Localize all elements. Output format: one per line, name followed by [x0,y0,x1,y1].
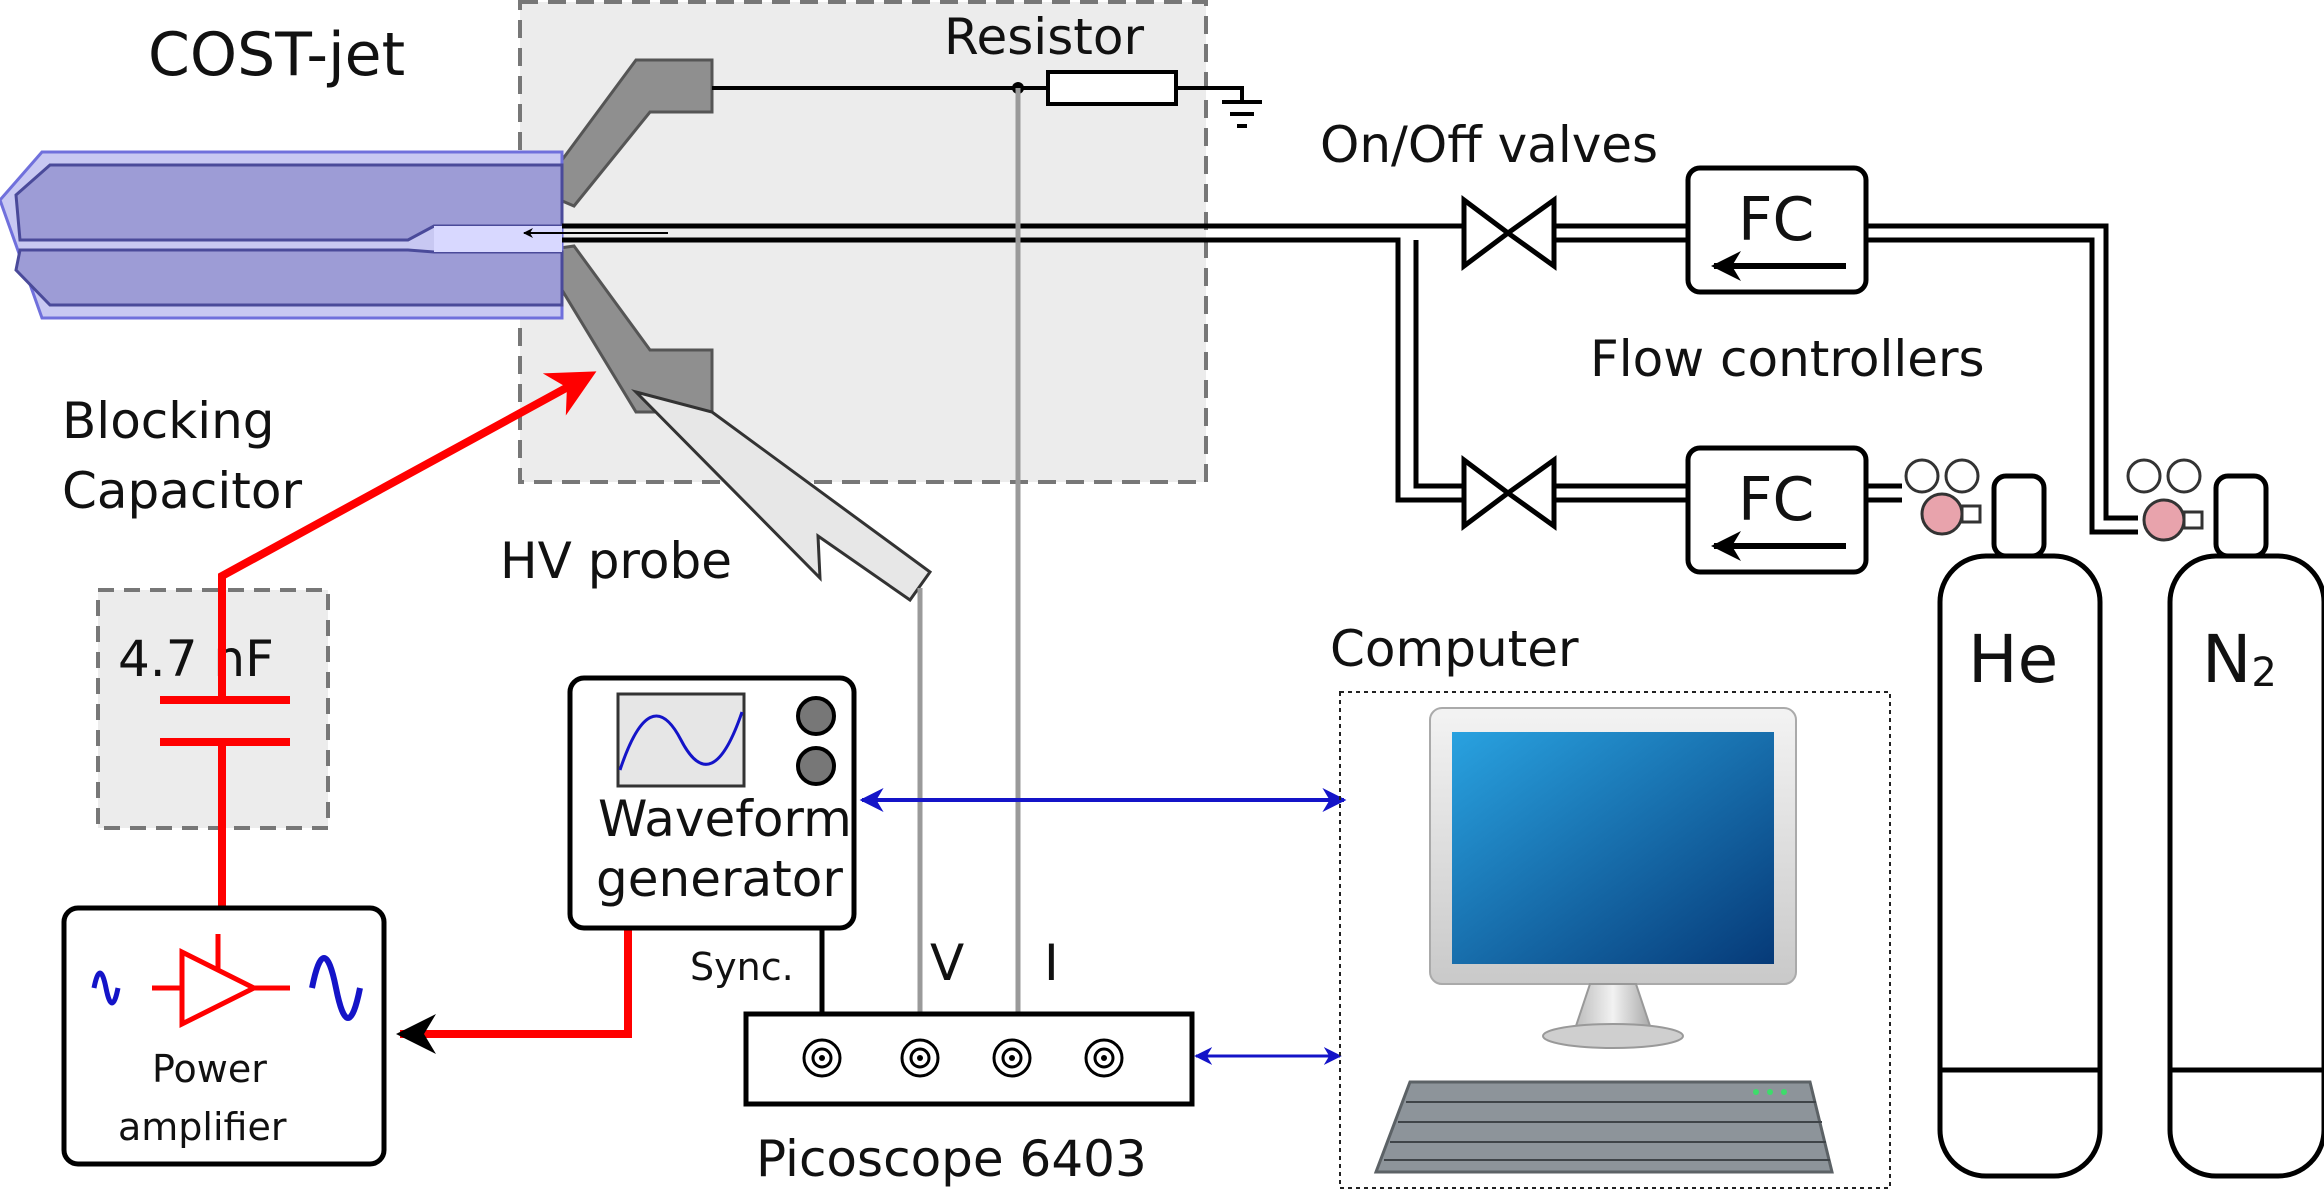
resistor-label: Resistor [944,8,1144,66]
cost-jet-label: COST-jet [148,20,405,90]
valve-bottom[interactable] [1461,455,1557,531]
capacitance-label: 4.7 nF [118,630,274,688]
picoscope-channel-a[interactable] [802,1038,842,1078]
picoscope-label: Picoscope 6403 [756,1130,1147,1188]
v-label: V [930,934,964,992]
wfg-knob-top[interactable] [796,696,836,736]
capacitor-dashed-box [96,588,330,830]
waveform-generator[interactable]: Waveform generator [567,675,857,931]
n2-label: N2 [2202,621,2277,698]
power-amp-label-line2: amplifier [118,1105,287,1149]
fc-top-label: FC [1738,185,1814,255]
ground-wire [1176,86,1244,100]
keyboard-keys [1384,1101,1830,1161]
fc-bottom-label: FC [1738,465,1814,535]
power-amplifier[interactable]: Power amplifier [61,905,387,1167]
waveform-sine-icon [618,711,744,771]
lower-electrode [558,244,714,414]
keyboard-leds [1753,1089,1787,1095]
ground-symbol [1222,100,1262,128]
waveform-to-amplifier-line [396,930,632,1054]
blocking-label-line1: Blocking [62,392,275,450]
valve-top[interactable] [1461,195,1557,271]
jet-lower-plate [14,248,564,307]
waveform-label-line2: generator [596,850,843,908]
hv-signal-to-electrode [218,371,597,700]
he-gauge-right [1944,458,1980,494]
flow-controllers-label: Flow controllers [1590,330,1985,388]
wfg-knob-bottom[interactable] [796,746,836,786]
blocking-label-line2: Capacitor [62,462,303,520]
computer-label: Computer [1330,620,1579,678]
gas-lines [562,223,2138,535]
monitor-screen [1452,732,1774,964]
he-cylinder: He [1937,473,2103,1179]
he-regulator [1904,458,1982,536]
output-sine-icon [309,955,363,1021]
picoscope-channel-b[interactable] [900,1038,940,1078]
onoff-valves-label: On/Off valves [1320,116,1658,174]
monitor-base [1542,1023,1684,1049]
he-regulator-dial [1920,492,1964,536]
sync-label: Sync. [690,945,794,989]
picoscope[interactable] [743,1011,1195,1107]
n2-gauge-right [2166,458,2202,494]
picoscope-channel-c[interactable] [992,1038,1032,1078]
n2-cylinder: N2 [2167,473,2324,1179]
computer[interactable] [1339,691,1891,1189]
jet-upper-plate [14,163,564,242]
he-label: He [1968,621,2058,698]
computer-dotted-frame [1339,691,1891,1189]
n2-gauge-left [2126,458,2162,494]
keyboard-icon[interactable] [1373,1080,1834,1174]
picoscope-channel-d[interactable] [1084,1038,1124,1078]
resistor-symbol [1046,70,1178,106]
jet-channel [434,226,562,252]
hv-probe-label: HV probe [500,532,732,590]
hv-probe-body [631,389,933,603]
n2-regulator [2126,458,2204,542]
flow-controller-top[interactable]: FC [1685,165,1869,295]
n2-regulator-dial [2142,498,2186,542]
monitor-stand [1574,983,1652,1027]
flow-controller-bottom[interactable]: FC [1685,445,1869,575]
cost-jet-body [0,150,564,320]
input-sine-icon [91,970,121,1006]
i-label: I [1044,934,1059,992]
waveform-label-line1: Waveform [598,790,852,848]
power-amp-label-line1: Power [152,1047,267,1091]
he-gauge-left [1904,458,1940,494]
